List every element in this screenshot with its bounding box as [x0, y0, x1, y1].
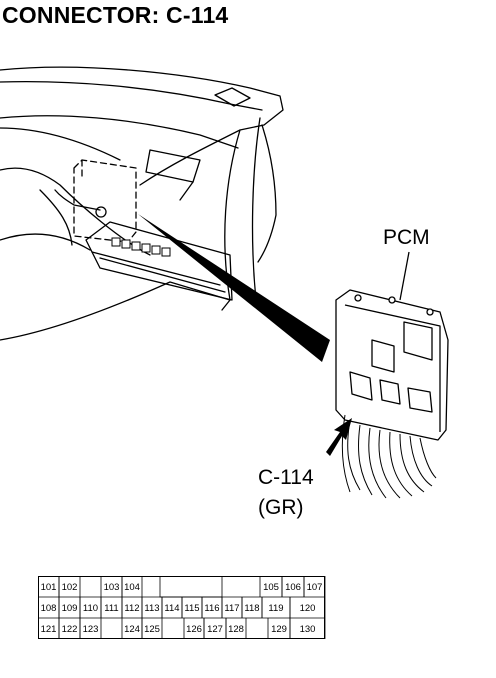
- connector-color-label: (GR): [258, 496, 304, 519]
- pin-label: 106: [285, 582, 301, 593]
- connector-arrow: [326, 418, 352, 456]
- connector-pinout: 101 102 103 104 105 106 107 108 109 110 111 112 113 1…: [38, 576, 326, 639]
- pin-label: 112: [124, 603, 139, 614]
- location-dashed-box: [73, 159, 137, 243]
- pin-label: 122: [62, 624, 78, 635]
- pin-gap-outline: [159, 576, 223, 598]
- pin-label: 105: [263, 582, 279, 593]
- diagram-title: CONNECTOR: C-114: [2, 2, 229, 28]
- pcm-label: PCM: [383, 226, 430, 249]
- pin-label: 104: [124, 582, 140, 593]
- pin-label: 103: [104, 582, 120, 593]
- pin-label: 119: [268, 603, 283, 614]
- pin-label: 126: [186, 624, 202, 635]
- pin-label: 115: [184, 603, 199, 614]
- pin-label: 121: [41, 624, 57, 635]
- pin-label: 125: [144, 624, 160, 635]
- pin-label: 123: [83, 624, 99, 635]
- pin-label: 107: [307, 582, 323, 593]
- pin-label: 111: [104, 603, 118, 614]
- pin-label: 124: [124, 624, 140, 635]
- defrost-vent: [214, 87, 251, 107]
- pin-label: 110: [83, 603, 98, 614]
- pin-label: 118: [244, 603, 259, 614]
- pin-label: 120: [300, 603, 316, 614]
- leader-wedge: [138, 214, 330, 362]
- pin-label: 109: [62, 603, 78, 614]
- pin-label: 101: [41, 582, 57, 593]
- pin-label: 130: [300, 624, 316, 635]
- pin-label: 108: [41, 603, 57, 614]
- pin-label: 127: [207, 624, 223, 635]
- pin-label: 114: [164, 603, 179, 614]
- connector-id-label: C-114: [258, 466, 314, 489]
- pin-label: 113: [144, 603, 159, 614]
- pin-label: 116: [204, 603, 219, 614]
- pin-label: 129: [271, 624, 287, 635]
- pin-label: 102: [62, 582, 78, 593]
- pin-label: 128: [228, 624, 244, 635]
- pin-label: 117: [224, 603, 239, 614]
- dashboard-outline: [0, 66, 284, 186]
- pillar: [221, 129, 241, 311]
